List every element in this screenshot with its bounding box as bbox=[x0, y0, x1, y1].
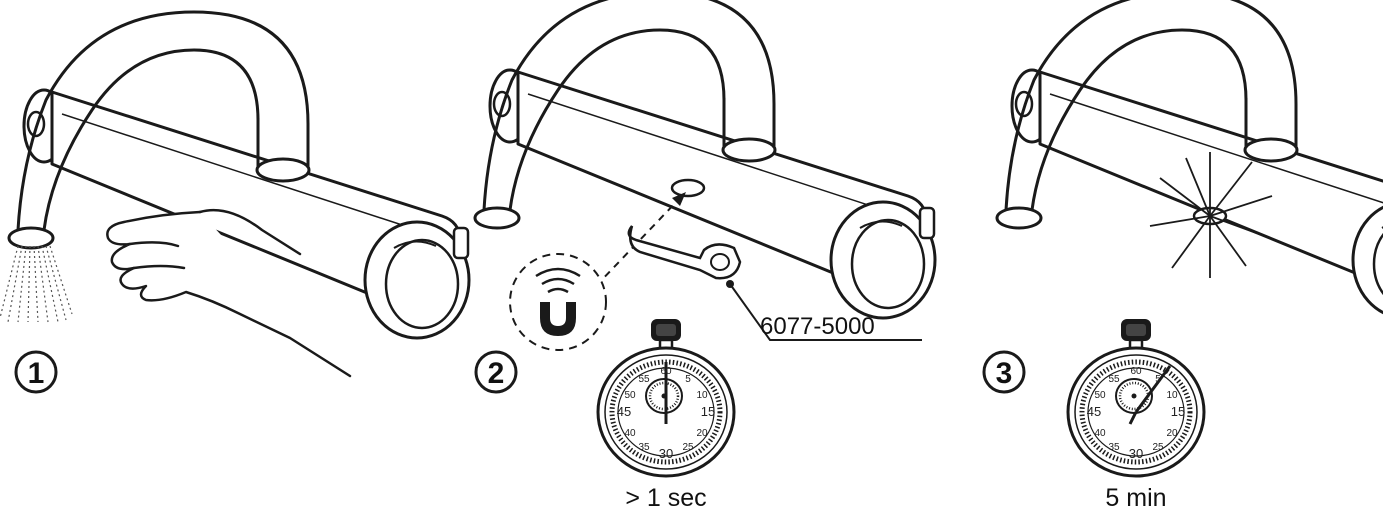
hand-icon bbox=[106, 208, 352, 378]
sensor-window bbox=[670, 178, 706, 198]
svg-text:55: 55 bbox=[638, 374, 650, 385]
time-label: 5 min bbox=[1105, 484, 1166, 512]
svg-text:40: 40 bbox=[1094, 428, 1106, 439]
svg-text:40: 40 bbox=[624, 428, 636, 439]
svg-text:55: 55 bbox=[1108, 374, 1120, 385]
svg-text:45: 45 bbox=[1087, 404, 1101, 419]
svg-text:10: 10 bbox=[696, 390, 708, 401]
svg-text:10: 10 bbox=[1166, 390, 1178, 401]
magnet-icon bbox=[509, 253, 607, 351]
step-2-panel: 6077-5000 60 15 30 45 > 1 sec 2 bbox=[473, 0, 937, 512]
svg-text:60: 60 bbox=[1130, 366, 1142, 377]
key-icon bbox=[627, 225, 742, 280]
svg-text:30: 30 bbox=[659, 446, 673, 461]
time-label: > 1 sec bbox=[625, 484, 706, 512]
water-spray-icon bbox=[0, 245, 73, 323]
step-1-panel: 1 bbox=[0, 10, 471, 394]
svg-text:20: 20 bbox=[696, 428, 708, 439]
svg-text:25: 25 bbox=[682, 442, 694, 453]
svg-text:50: 50 bbox=[624, 390, 636, 401]
svg-text:30: 30 bbox=[1129, 446, 1143, 461]
step-1-number: 1 bbox=[28, 357, 45, 390]
svg-text:60: 60 bbox=[660, 366, 672, 377]
svg-text:20: 20 bbox=[1166, 428, 1178, 439]
svg-text:15: 15 bbox=[701, 404, 715, 419]
stopwatch-icon: 60 15 30 45 bbox=[1068, 320, 1204, 476]
step-3-panel: 60 15 30 45 5 min 3 bbox=[982, 0, 1383, 512]
svg-text:25: 25 bbox=[1152, 442, 1164, 453]
step-2-badge bbox=[474, 350, 518, 394]
svg-text:35: 35 bbox=[638, 442, 650, 453]
step-3-badge bbox=[982, 350, 1026, 394]
svg-text:45: 45 bbox=[617, 404, 631, 419]
flash-icon bbox=[1149, 152, 1273, 278]
part-number-label: 6077-5000 bbox=[760, 313, 875, 340]
step-3-number: 3 bbox=[996, 357, 1013, 390]
faucet-illustration bbox=[995, 0, 1383, 320]
svg-text:35: 35 bbox=[1108, 442, 1120, 453]
stopwatch-icon: 60 15 30 45 bbox=[598, 320, 734, 476]
svg-text:5: 5 bbox=[1155, 374, 1161, 385]
svg-text:50: 50 bbox=[1094, 390, 1106, 401]
step-2-number: 2 bbox=[488, 357, 505, 390]
leader-line bbox=[729, 283, 922, 341]
step-1-badge bbox=[14, 350, 58, 394]
svg-text:5: 5 bbox=[685, 374, 691, 385]
stopwatch-minor-labels: 5 10 20 25 35 40 50 55 5 10 20 25 35 40 … bbox=[624, 374, 1178, 453]
svg-text:15: 15 bbox=[1171, 404, 1185, 419]
